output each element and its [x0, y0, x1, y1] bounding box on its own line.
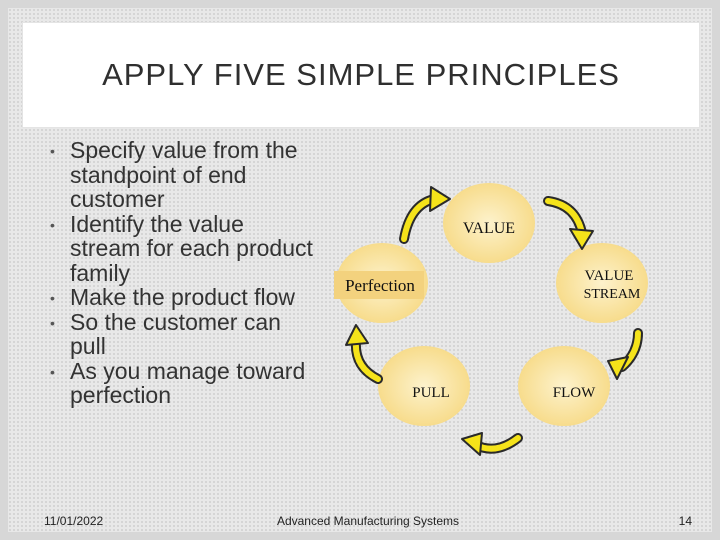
curved-arrow-icon	[569, 228, 594, 250]
curved-arrow-icon	[429, 186, 451, 212]
perfection-label-bg	[334, 271, 424, 299]
flow-label: FLOW	[553, 385, 596, 401]
slide-title: APPLY FIVE SIMPLE PRINCIPLES	[102, 57, 620, 92]
page-number: 14	[678, 514, 692, 528]
bullet-dot-icon: •	[50, 314, 55, 331]
bullet-dot-icon: •	[50, 290, 55, 306]
pull-circle	[378, 346, 470, 426]
value-label: VALUE	[463, 220, 515, 237]
flow-circle	[518, 346, 610, 426]
value-circle	[443, 183, 535, 263]
curved-arrow-icon	[607, 356, 629, 380]
curved-arrow-icon	[345, 324, 369, 346]
lean-principles-cycle-diagram: VALUE VALUE STREAM FLOW PULL Perfection	[334, 183, 648, 456]
title-box: APPLY FIVE SIMPLE PRINCIPLES	[22, 22, 700, 128]
footer-title: Advanced Manufacturing Systems	[276, 514, 460, 528]
pull-label: PULL	[412, 385, 450, 401]
perfection-label: Perfection	[345, 276, 415, 295]
curved-arrow-icon	[461, 432, 483, 456]
value-stream-label-line1: VALUE	[585, 268, 634, 284]
bullet-dot-icon: •	[50, 216, 55, 233]
bullet-item: •Make the product flow	[50, 284, 296, 310]
bullet-dot-icon: •	[50, 363, 55, 380]
value-stream-label-line2: STREAM	[584, 287, 641, 302]
value-stream-circle	[556, 243, 648, 323]
slide: APPLY FIVE SIMPLE PRINCIPLES •Specify va…	[8, 8, 712, 532]
bullet-dot-icon: •	[50, 143, 55, 159]
footer-date: 11/01/2022	[44, 514, 104, 528]
